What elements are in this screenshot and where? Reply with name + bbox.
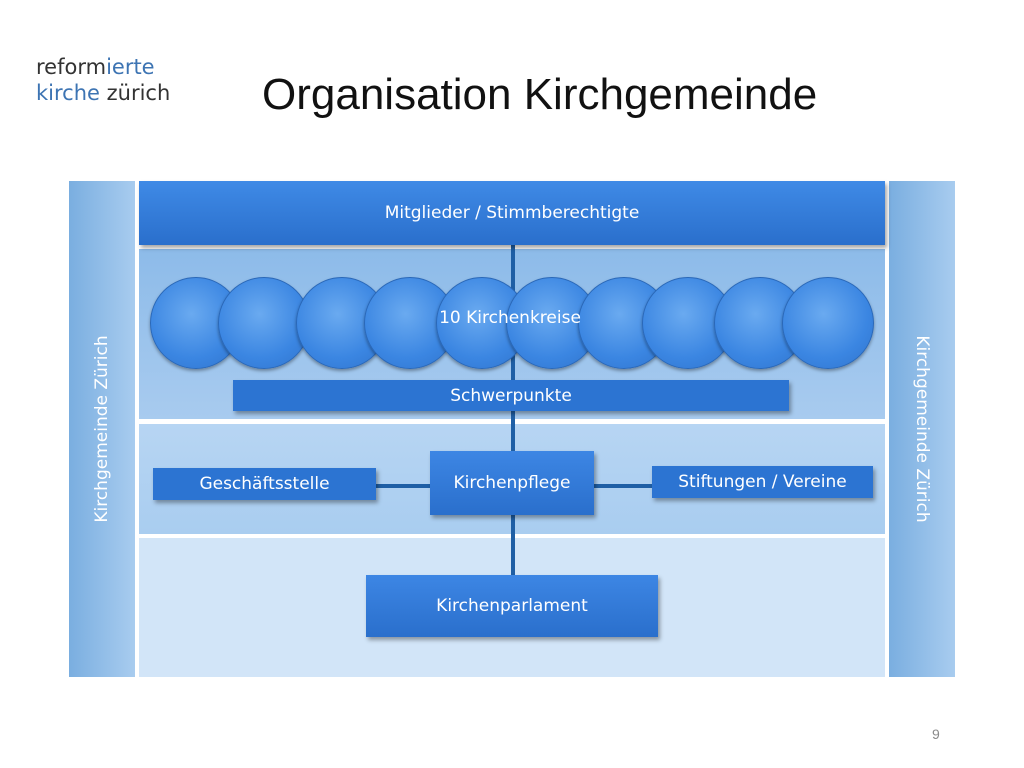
box-geschaeftsstelle: Geschäftsstelle [153, 468, 376, 500]
box-kirchenpflege: Kirchenpflege [430, 451, 594, 515]
page-number: 9 [932, 726, 940, 742]
logo-text-1b: ierte [106, 55, 155, 79]
page-title: Organisation Kirchgemeinde [262, 70, 818, 119]
label-kirchenpflege: Kirchenpflege [453, 473, 571, 493]
side-bar-right: Kirchgemeinde Zürich [889, 181, 955, 677]
kirchenkreis-circle [218, 277, 310, 369]
side-label-right: Kirchgemeinde Zürich [912, 335, 932, 523]
box-schwerpunkte: Schwerpunkte [233, 380, 789, 411]
logo: reformierte kirche zürich [36, 54, 170, 106]
label-schwerpunkte: Schwerpunkte [450, 385, 572, 406]
logo-text-1a: reform [36, 55, 107, 79]
label-kirchenkreise: 10 Kirchenkreise [439, 308, 581, 328]
connector-left [376, 484, 430, 488]
connector-right [594, 484, 652, 488]
kirchenkreis-circle [782, 277, 874, 369]
box-kirchenparlament: Kirchenparlament [366, 575, 658, 637]
logo-text-2a: kirche [36, 81, 100, 105]
box-mitglieder: Mitglieder / Stimmberechtigte [139, 181, 885, 245]
side-label-left: Kirchgemeinde Zürich [92, 335, 112, 523]
logo-text-2b: zürich [99, 81, 171, 105]
label-geschaeftsstelle: Geschäftsstelle [199, 474, 330, 494]
side-bar-left: Kirchgemeinde Zürich [69, 181, 135, 677]
label-kirchenparlament: Kirchenparlament [436, 596, 588, 616]
box-stiftungen: Stiftungen / Vereine [652, 466, 873, 498]
label-mitglieder: Mitglieder / Stimmberechtigte [384, 203, 640, 223]
label-stiftungen: Stiftungen / Vereine [678, 472, 847, 492]
